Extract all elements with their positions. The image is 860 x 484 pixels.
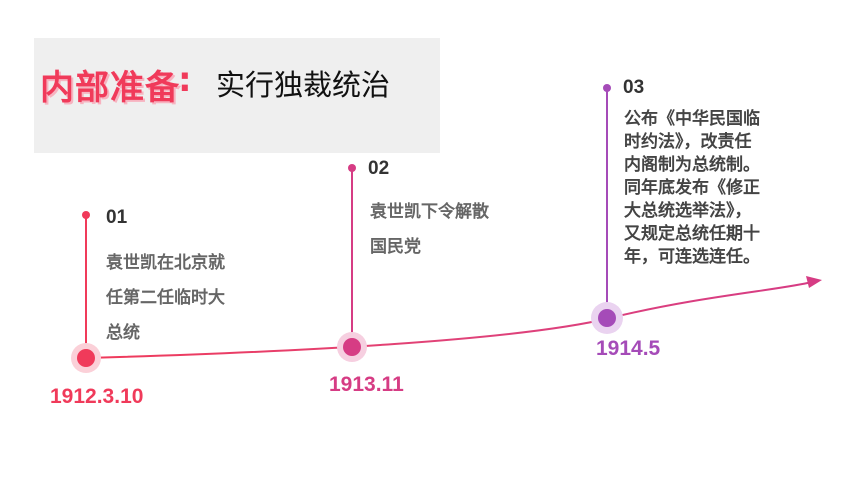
- timeline-arrowhead: [806, 276, 822, 288]
- event3-line: 时约法》，改责任: [624, 132, 752, 152]
- slide-title-sub: 实行独裁统治: [216, 68, 391, 102]
- event3-stem-dot: [603, 84, 611, 92]
- event3-line: 大总统选举法》，: [624, 201, 752, 221]
- event3-line: 同年底发布《修正: [624, 178, 760, 198]
- event1-node: [77, 349, 95, 367]
- event3-line: 又规定总统任期十: [624, 224, 760, 244]
- event3-line: 内阁制为总统制。: [624, 155, 760, 175]
- event1-number: 01: [106, 207, 128, 228]
- event1-line: 袁世凯在北京就: [106, 253, 225, 273]
- event2-number: 02: [368, 158, 390, 179]
- event1-line: 总统: [106, 323, 140, 343]
- event2-line: 袁世凯下令解散: [370, 202, 489, 222]
- event3-line: 公布《中华民国临: [624, 109, 760, 129]
- event2-node: [343, 338, 361, 356]
- event2-description: 袁世凯下令解散 国民党: [370, 195, 489, 265]
- slide-title-main: 内部准备: [40, 68, 180, 108]
- event1-stem-dot: [82, 211, 90, 219]
- event1-date: 1912.3.10: [50, 385, 144, 408]
- event1-description: 袁世凯在北京就 任第二任临时大 总统: [106, 246, 225, 351]
- event2-line: 国民党: [370, 237, 421, 257]
- event1-line: 任第二任临时大: [106, 288, 225, 308]
- timeline-curve: [85, 281, 813, 359]
- event3-node: [598, 309, 616, 327]
- event3-date: 1914.5: [596, 337, 661, 360]
- event3-description: 公布《中华民国临 时约法》，改责任 内阁制为总统制。 同年底发布《修正 大总统选…: [624, 108, 824, 269]
- event2-date: 1913.11: [329, 373, 404, 396]
- title-panel: [34, 38, 440, 153]
- slide-title-colon: :: [178, 60, 192, 100]
- event2-stem-dot: [348, 164, 356, 172]
- event3-line: 年，可连选连任。: [624, 247, 760, 267]
- event3-number: 03: [623, 77, 645, 98]
